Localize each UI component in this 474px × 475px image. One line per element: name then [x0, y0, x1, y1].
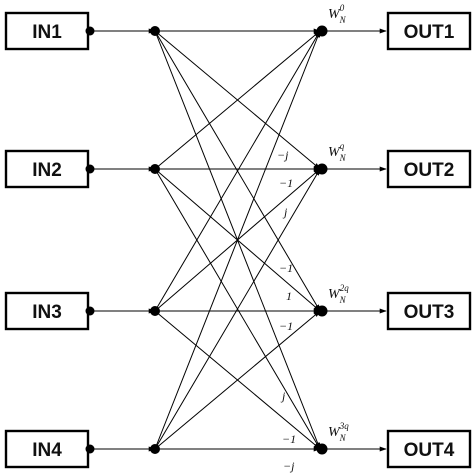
coef-out4-2: −1 [282, 432, 296, 446]
input-label-3: IN3 [32, 302, 62, 323]
edge-in4-out2 [154, 168, 321, 450]
output-label-1: OUT1 [404, 22, 455, 43]
output-box-2: OUT2 [386, 149, 472, 189]
output-box-1: OUT1 [386, 11, 472, 51]
output-box-4: OUT4 [386, 429, 472, 469]
coef-out2-2: −1 [279, 176, 293, 190]
sum-node-1 [316, 25, 328, 37]
input-box-1: IN1 [4, 11, 90, 51]
input-node-3 [150, 306, 160, 316]
coef-out2-1: −j [277, 148, 289, 162]
input-port-dot-3 [85, 306, 95, 316]
edge-in2-out1 [154, 30, 321, 170]
coef-out4-3: −j [283, 459, 295, 473]
twiddle-label-3: WN2q [328, 283, 349, 305]
sum-node-3 [316, 305, 328, 317]
edge-in3-out1 [154, 30, 321, 312]
input-box-2: IN2 [4, 149, 90, 189]
output-label-3: OUT3 [404, 302, 455, 323]
edge-in4-out3 [154, 310, 321, 450]
twiddle-label-2: WNq [328, 141, 347, 163]
input-label-1: IN1 [32, 22, 62, 43]
input-box-4: IN4 [4, 429, 90, 469]
output-label-2: OUT2 [404, 160, 455, 181]
input-node-2 [150, 164, 160, 174]
input-port-dot-4 [85, 444, 95, 454]
coef-out3-1: −1 [279, 261, 293, 275]
input-label-2: IN2 [32, 160, 62, 181]
edge-in4-out1 [154, 30, 321, 450]
twiddle-label-4: WN3q [328, 421, 349, 443]
coef-out2-3: j [282, 205, 288, 219]
input-port-dot-2 [85, 164, 95, 174]
butterfly-edges [154, 28, 321, 452]
coef-out3-3: −1 [279, 319, 293, 333]
output-label-4: OUT4 [404, 440, 455, 461]
coef-out4-1: j [280, 389, 286, 403]
input-node-1 [150, 26, 160, 36]
input-node-4 [150, 444, 160, 454]
input-port-dot-1 [85, 26, 95, 36]
input-label-4: IN4 [32, 440, 62, 461]
sum-node-4 [316, 443, 328, 455]
coef-out3-2: 1 [286, 289, 292, 303]
input-box-3: IN3 [4, 291, 90, 331]
twiddle-label-1: WN0 [328, 3, 347, 25]
sum-node-2 [316, 163, 328, 175]
output-box-3: OUT3 [386, 291, 472, 331]
